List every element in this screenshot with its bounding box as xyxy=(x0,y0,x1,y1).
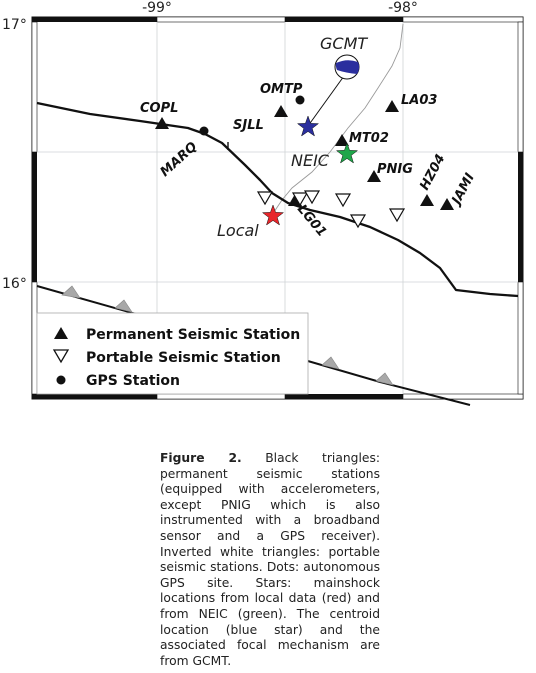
gcmt-centroid-star xyxy=(296,115,320,137)
station-label-sjll: SJLL xyxy=(233,118,264,133)
neic-label: NEIC xyxy=(291,151,330,170)
station-hz04-triangle xyxy=(420,194,434,206)
station-label-pnig: PNIG xyxy=(377,162,413,177)
gps-marq-dot xyxy=(199,126,209,136)
frame-border-bars xyxy=(31,16,524,400)
portable-station-triangle xyxy=(334,193,352,208)
neic-star xyxy=(335,142,359,164)
figure-label: Figure 2. xyxy=(160,451,242,465)
map-figure: -99° -98° 17° 16° xyxy=(2,0,524,406)
portable-station-triangle xyxy=(291,192,309,207)
coastline xyxy=(36,101,519,298)
legend-triangle-inverted-icon xyxy=(52,349,70,364)
legend-label-portable: Portable Seismic Station xyxy=(86,350,281,366)
focal-mechanism-beachball xyxy=(334,54,360,80)
legend: Permanent Seismic Station Portable Seism… xyxy=(36,312,309,395)
portable-station-triangle xyxy=(388,208,406,223)
gps-dot xyxy=(295,95,305,105)
local-star xyxy=(261,204,285,226)
portable-stations xyxy=(256,190,406,229)
station-copl-triangle xyxy=(155,117,169,129)
station-pnig-triangle xyxy=(367,170,381,182)
caption-text: Black triangles: permanent seismic stati… xyxy=(160,451,380,668)
lon-tick-label: -99° xyxy=(142,0,172,16)
station-label-la03: LA03 xyxy=(401,93,437,108)
station-jami-triangle xyxy=(440,198,454,210)
portable-station-triangle xyxy=(303,190,321,205)
legend-dot-icon xyxy=(56,375,66,385)
portable-station-triangle xyxy=(349,214,367,229)
legend-label-permanent: Permanent Seismic Station xyxy=(86,327,300,343)
figure-caption: Figure 2. Black triangles: permanent sei… xyxy=(160,451,380,669)
river-line xyxy=(273,23,404,213)
legend-triangle-filled-icon xyxy=(54,327,68,339)
lon-tick-label: -98° xyxy=(388,0,418,16)
legend-label-gps: GPS Station xyxy=(86,373,180,389)
station-label-omtp: OMTP xyxy=(260,82,303,97)
gcmt-connector-line xyxy=(307,75,345,127)
lat-tick-label: 16° xyxy=(2,276,27,292)
station-la03-triangle xyxy=(385,100,399,112)
lat-tick-label: 17° xyxy=(2,17,27,33)
gcmt-label: GCMT xyxy=(320,34,368,53)
local-label: Local xyxy=(217,221,259,240)
station-label-mt02: MT02 xyxy=(349,131,389,146)
station-mt02-triangle xyxy=(335,134,349,146)
legend-box xyxy=(36,312,309,395)
station-omtp-triangle xyxy=(274,105,288,117)
trench-teeth xyxy=(61,285,394,386)
portable-station-triangle xyxy=(256,191,274,206)
permanent-stations xyxy=(155,100,454,210)
seismic-map: -99° -98° 17° 16° xyxy=(2,0,524,406)
station-label-copl: COPL xyxy=(140,101,178,116)
